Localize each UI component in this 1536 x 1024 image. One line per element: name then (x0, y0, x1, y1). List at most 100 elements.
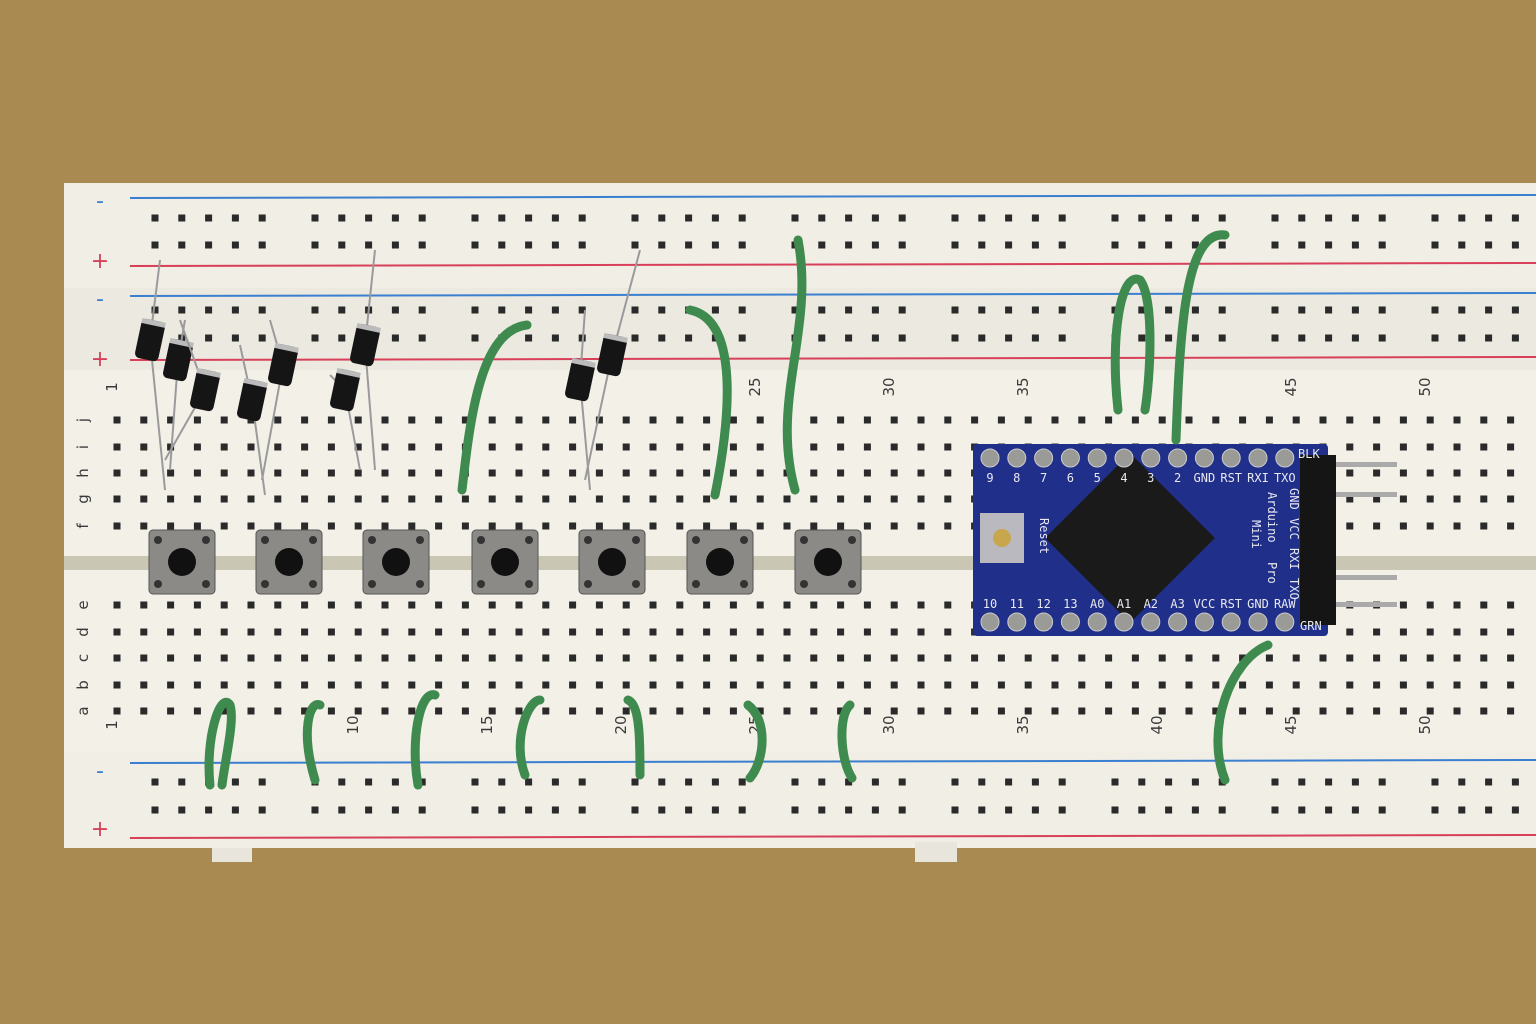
breadboard-hole[interactable] (1131, 654, 1139, 662)
breadboard-hole[interactable] (1105, 654, 1113, 662)
jumper-wire[interactable] (410, 690, 440, 790)
breadboard-hole[interactable] (1158, 416, 1166, 424)
rail-hole[interactable] (178, 241, 186, 249)
rail-hole[interactable] (1431, 214, 1439, 222)
rail-hole[interactable] (978, 214, 986, 222)
breadboard-hole[interactable] (1453, 443, 1461, 451)
breadboard-hole[interactable] (1105, 707, 1113, 715)
breadboard-hole[interactable] (140, 416, 148, 424)
rail-hole[interactable] (525, 778, 533, 786)
breadboard-hole[interactable] (461, 416, 469, 424)
breadboard-hole[interactable] (944, 681, 952, 689)
rail-hole[interactable] (1325, 778, 1333, 786)
breadboard-hole[interactable] (863, 628, 871, 636)
rail-hole[interactable] (1111, 241, 1119, 249)
breadboard-hole[interactable] (569, 469, 577, 477)
breadboard-hole[interactable] (649, 654, 657, 662)
breadboard-hole[interactable] (327, 443, 335, 451)
rail-hole[interactable] (845, 778, 853, 786)
breadboard-hole[interactable] (1185, 707, 1193, 715)
breadboard-hole[interactable] (274, 416, 282, 424)
rail-hole[interactable] (1325, 214, 1333, 222)
breadboard-hole[interactable] (863, 681, 871, 689)
breadboard-hole[interactable] (381, 416, 389, 424)
breadboard-hole[interactable] (1507, 601, 1515, 609)
jumper-wire[interactable] (204, 697, 236, 790)
breadboard-hole[interactable] (542, 681, 550, 689)
breadboard-hole[interactable] (729, 416, 737, 424)
breadboard-hole[interactable] (247, 469, 255, 477)
rail-hole[interactable] (1511, 241, 1519, 249)
breadboard-hole[interactable] (944, 469, 952, 477)
breadboard-hole[interactable] (729, 469, 737, 477)
rail-hole[interactable] (951, 241, 959, 249)
pushbutton[interactable] (471, 529, 539, 595)
rail-hole[interactable] (418, 806, 426, 814)
breadboard-hole[interactable] (595, 469, 603, 477)
breadboard-hole[interactable] (1373, 681, 1381, 689)
breadboard-hole[interactable] (837, 469, 845, 477)
breadboard-hole[interactable] (971, 416, 979, 424)
breadboard-hole[interactable] (890, 681, 898, 689)
breadboard-hole[interactable] (354, 522, 362, 530)
rail-hole[interactable] (578, 778, 586, 786)
breadboard-hole[interactable] (167, 628, 175, 636)
rail-hole[interactable] (391, 334, 399, 342)
rail-hole[interactable] (845, 306, 853, 314)
rail-hole[interactable] (311, 306, 319, 314)
breadboard-hole[interactable] (944, 707, 952, 715)
breadboard-hole[interactable] (863, 495, 871, 503)
rail-hole[interactable] (1325, 241, 1333, 249)
rail-hole[interactable] (258, 778, 266, 786)
breadboard-hole[interactable] (542, 707, 550, 715)
breadboard-hole[interactable] (1239, 416, 1247, 424)
breadboard-hole[interactable] (247, 654, 255, 662)
breadboard-hole[interactable] (676, 469, 684, 477)
breadboard-hole[interactable] (1319, 707, 1327, 715)
breadboard-hole[interactable] (917, 601, 925, 609)
rail-hole[interactable] (1191, 241, 1199, 249)
breadboard-hole[interactable] (247, 495, 255, 503)
breadboard-hole[interactable] (595, 522, 603, 530)
breadboard-hole[interactable] (1319, 416, 1327, 424)
rail-hole[interactable] (978, 306, 986, 314)
breadboard-hole[interactable] (327, 707, 335, 715)
breadboard-hole[interactable] (274, 601, 282, 609)
breadboard-hole[interactable] (676, 707, 684, 715)
breadboard-hole[interactable] (997, 681, 1005, 689)
breadboard-hole[interactable] (1453, 707, 1461, 715)
breadboard-hole[interactable] (220, 628, 228, 636)
breadboard-hole[interactable] (971, 654, 979, 662)
rail-hole[interactable] (471, 306, 479, 314)
rail-hole[interactable] (551, 334, 559, 342)
rail-hole[interactable] (1298, 806, 1306, 814)
breadboard-hole[interactable] (193, 654, 201, 662)
breadboard-hole[interactable] (1399, 443, 1407, 451)
breadboard-hole[interactable] (703, 495, 711, 503)
rail-hole[interactable] (1005, 214, 1013, 222)
breadboard-hole[interactable] (435, 416, 443, 424)
breadboard-hole[interactable] (810, 707, 818, 715)
breadboard-hole[interactable] (1373, 469, 1381, 477)
breadboard-hole[interactable] (649, 416, 657, 424)
breadboard-hole[interactable] (408, 443, 416, 451)
breadboard-hole[interactable] (1239, 654, 1247, 662)
pushbutton[interactable] (686, 529, 754, 595)
rail-hole[interactable] (205, 241, 213, 249)
rail-hole[interactable] (471, 241, 479, 249)
rail-hole[interactable] (631, 241, 639, 249)
rail-hole[interactable] (311, 806, 319, 814)
rail-hole[interactable] (1458, 214, 1466, 222)
breadboard-hole[interactable] (247, 681, 255, 689)
breadboard-hole[interactable] (408, 601, 416, 609)
breadboard-hole[interactable] (837, 601, 845, 609)
breadboard-hole[interactable] (515, 628, 523, 636)
breadboard-hole[interactable] (1319, 681, 1327, 689)
breadboard-hole[interactable] (703, 416, 711, 424)
breadboard-hole[interactable] (890, 469, 898, 477)
breadboard-hole[interactable] (435, 628, 443, 636)
breadboard-hole[interactable] (810, 654, 818, 662)
rail-hole[interactable] (1378, 806, 1386, 814)
breadboard-hole[interactable] (140, 495, 148, 503)
breadboard-hole[interactable] (408, 628, 416, 636)
